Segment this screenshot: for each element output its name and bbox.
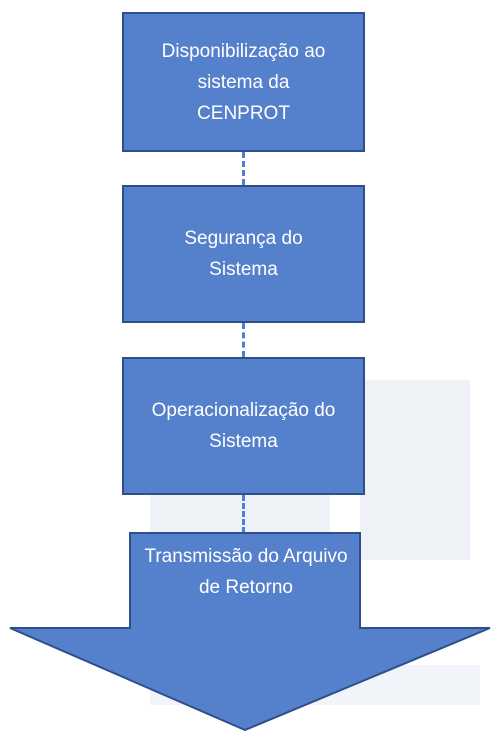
step-box-operacionalizacao: Operacionalização do Sistema <box>122 357 365 495</box>
step-label-seguranca: Segurança do Sistema <box>184 228 303 280</box>
step-box-disponibilizacao: Disponibilização ao sistema da CENPROT <box>122 12 365 152</box>
dashed-connector-3 <box>242 495 245 533</box>
arrow-shape <box>9 532 491 731</box>
dashed-connector-1 <box>242 152 245 185</box>
step-label-disponibilizacao: Disponibilização ao sistema da CENPROT <box>161 40 326 124</box>
dashed-connector-2 <box>242 323 245 357</box>
step-box-seguranca: Segurança do Sistema <box>122 185 365 323</box>
final-step-label: Transmissão do Arquivo de Retorno <box>144 546 348 598</box>
step-label-operacionalizacao: Operacionalização do Sistema <box>151 400 336 452</box>
